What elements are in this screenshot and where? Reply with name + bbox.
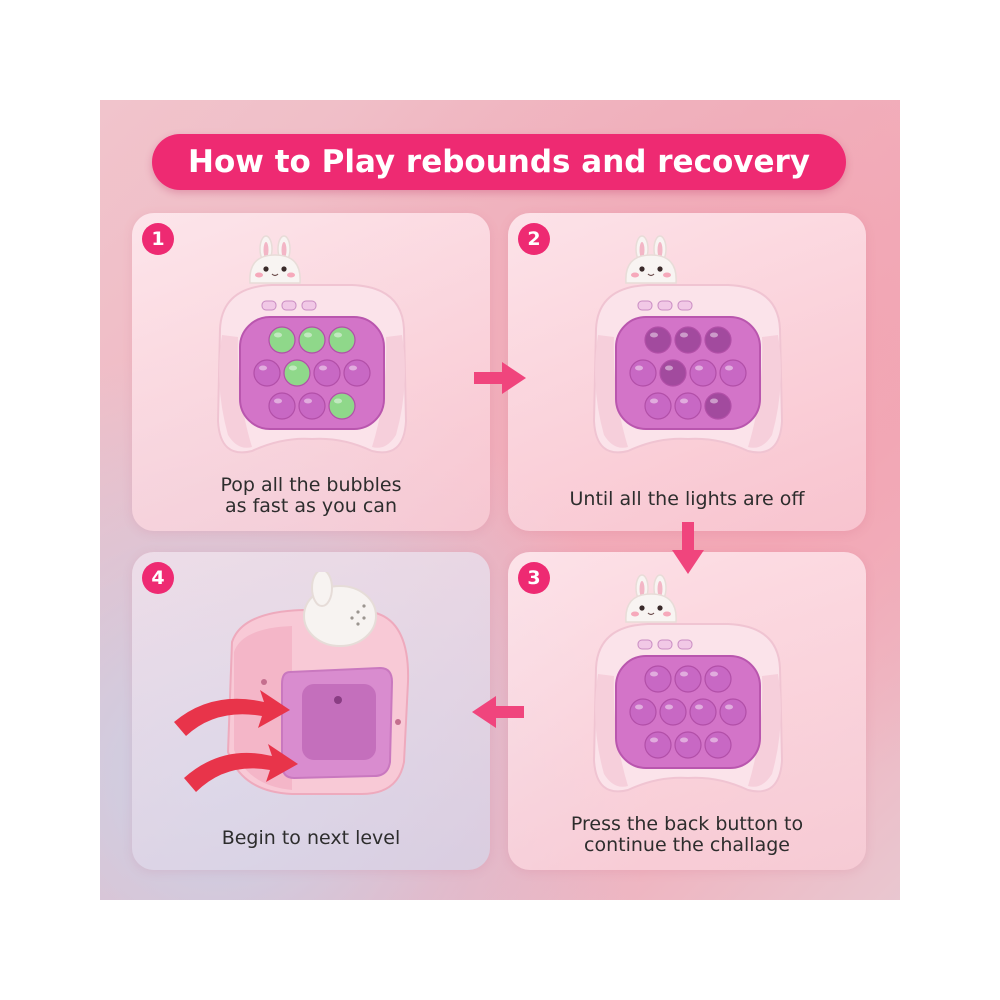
step-badge-4: 4 [142,562,174,594]
arrow-down-icon [672,522,704,574]
arrow-left-icon [472,696,524,728]
arrow-right-icon [474,362,526,394]
title-text: How to Play rebounds and recovery [188,144,810,180]
step-badge-1: 1 [142,223,174,255]
step-1-caption-line-1: Pop all the bubbles [220,474,402,496]
quick-push-toy-lit [216,235,408,454]
step-panel-2: 2 Until all the lights are off [508,213,866,531]
title-banner: How to Play rebounds and recovery [152,134,846,190]
step-2-caption-line-1: Until all the lights are off [569,488,805,510]
step-4-caption-line-1: Begin to next level [221,827,401,849]
step-panel-3: 3 Press the back button to continue the … [508,552,866,870]
quick-push-toy-back-view [174,572,410,795]
quick-push-toy-reset [592,574,784,793]
instruction-graphic: How to Play rebounds and recovery 1 Pop … [100,100,900,900]
quick-push-toy-off [592,235,784,454]
step-badge-2: 2 [518,223,550,255]
step-3-caption-line-1: Press the back button to [570,813,804,835]
step-panel-4: 4 Begin to next level [132,552,490,870]
step-1-caption-line-2: as fast as you can [225,495,397,517]
step-panel-1: 1 Pop all the bubbles as fast as you can [132,213,490,531]
step-3-caption-line-2: continue the challage [584,834,790,856]
step-badge-3: 3 [518,562,550,594]
